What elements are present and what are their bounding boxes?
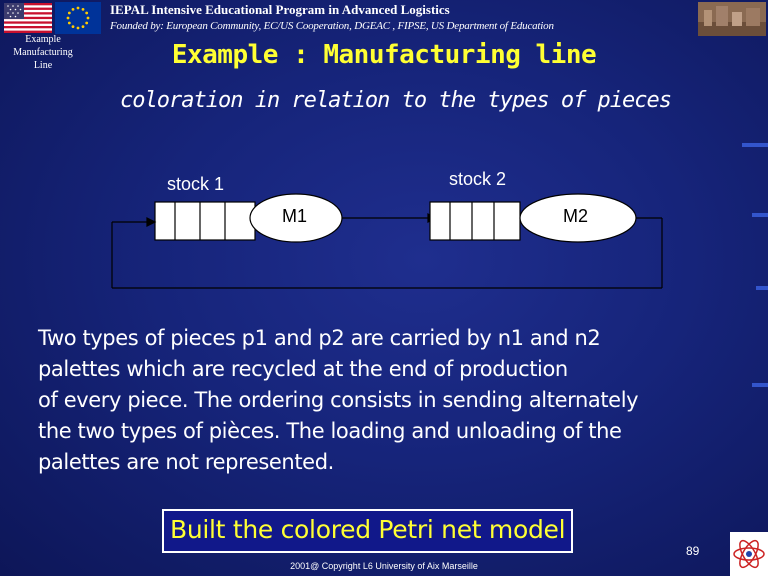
funding-line: Founded by: European Community, EC/US Co… [110,20,554,32]
copyright-footer: 2001@ Copyright L6 University of Aix Mar… [290,561,478,571]
atom-logo-icon [730,532,768,576]
stock2-buffer [429,201,521,241]
eu-star [85,11,89,15]
stock2-label: stock 2 [449,169,507,189]
stock1-buffer [154,201,256,241]
manufacturing-line-diagram [111,193,663,289]
slide-title: Example : Manufacturing line [171,40,597,70]
task-box: Built the colored Petri net model [162,509,574,553]
problem-description: Two types of pieces p1 and p2 are carrie… [38,326,639,474]
eu-star [81,25,85,29]
eu-star [76,26,80,30]
eu-flag-icon [55,2,101,34]
machine2-label: M2 [563,206,589,226]
eu-star [71,25,75,29]
university-photo-icon [698,2,766,36]
eu-star [66,16,70,20]
page-number: 89 [686,544,700,558]
us-flag-icon [4,3,52,33]
decorative-bar [752,383,768,387]
eu-star [85,21,89,25]
program-title: IEPAL Intensive Educational Program in A… [110,2,450,17]
eu-star [86,16,90,20]
eu-star [67,11,71,15]
eu-star [76,6,80,10]
eu-star [67,21,71,25]
eu-star [81,7,85,11]
eu-star [71,7,75,11]
decorative-bar [752,213,768,217]
slide-subtitle: coloration in relation to the types of p… [120,88,672,113]
side-section-label: Example Manufacturing Line [13,34,73,71]
machine1-label: M1 [282,206,308,226]
stock1-label: stock 1 [167,174,225,194]
decorative-bar [742,143,768,147]
decorative-bar [756,286,768,290]
